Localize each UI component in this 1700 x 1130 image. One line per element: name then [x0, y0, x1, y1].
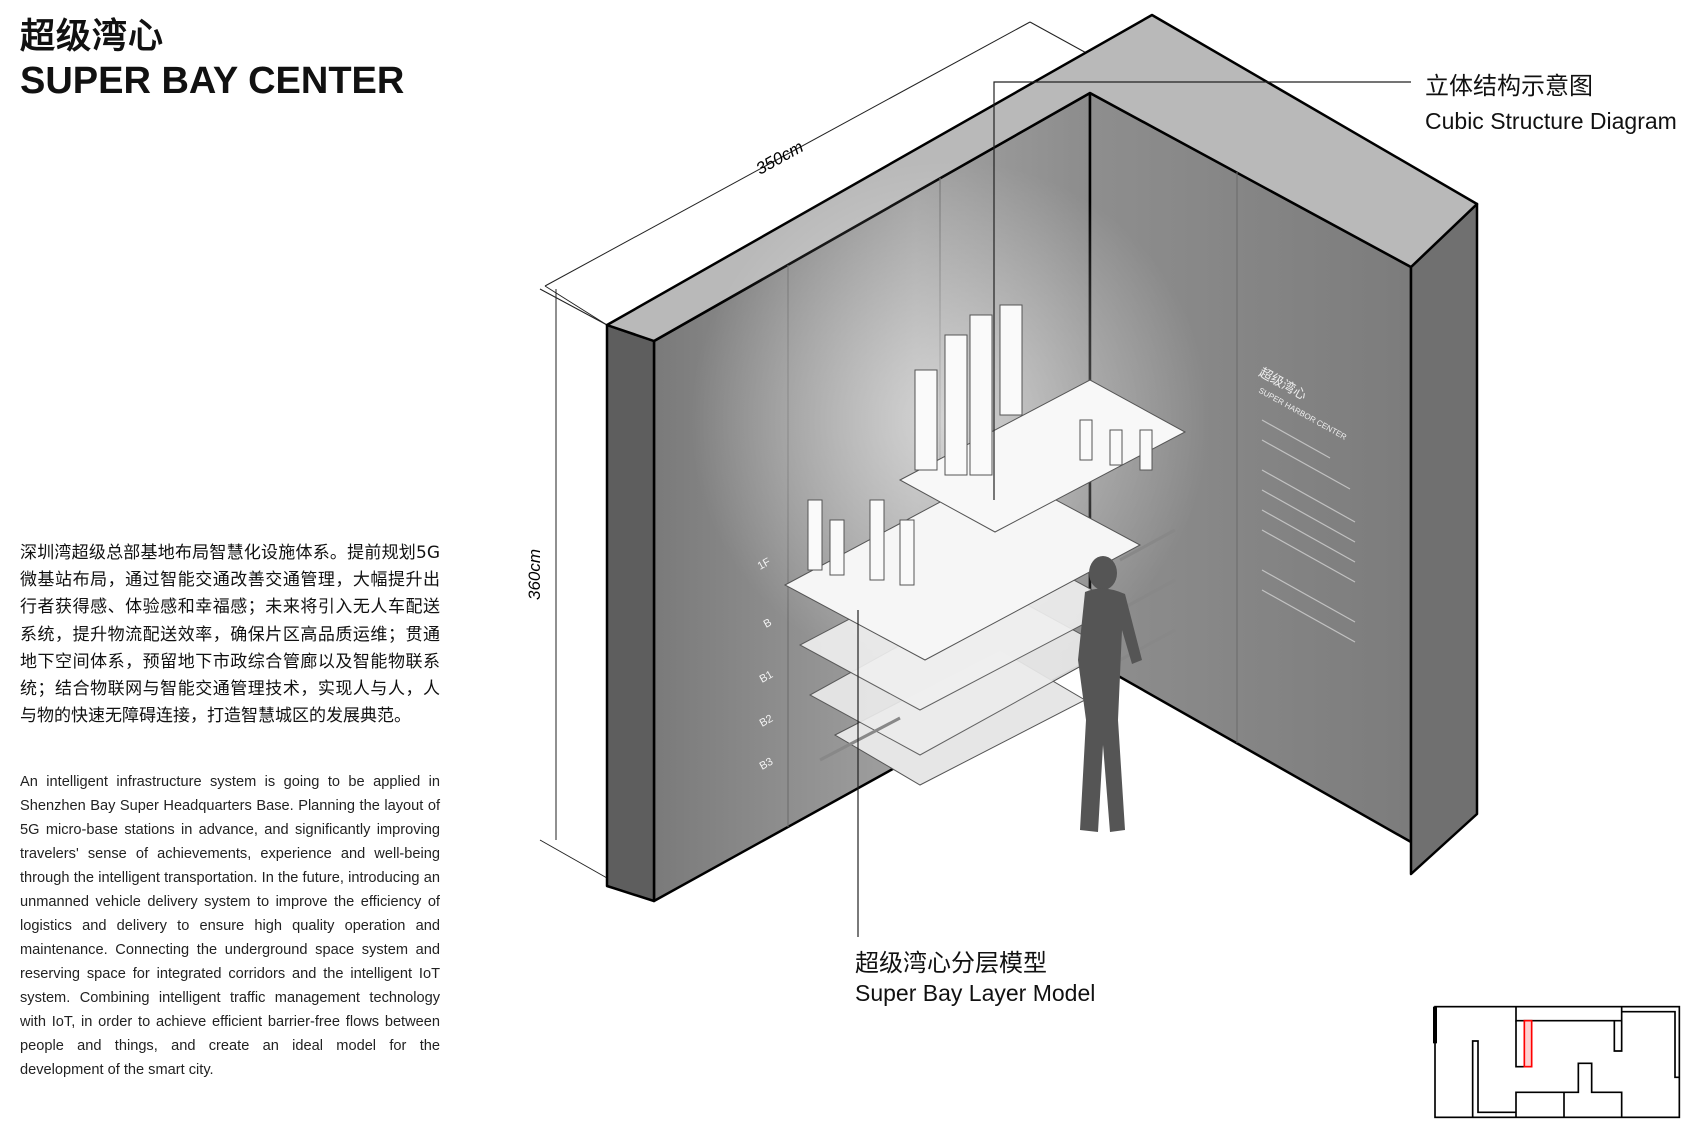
human-silhouette: [1078, 556, 1142, 832]
dimension-width-label: 350cm: [753, 137, 807, 178]
callout-lines: [857, 81, 1411, 937]
svg-text:B2: B2: [758, 713, 776, 730]
layer-top: [898, 379, 1187, 533]
dimension-width: [544, 21, 1091, 326]
svg-text:1F: 1F: [756, 556, 773, 573]
towers: [807, 304, 1153, 586]
floor-labels: 1F B B1 B2 B3: [756, 556, 776, 773]
callout-cubic-cn: 立体结构示意图: [1425, 72, 1593, 100]
callout-cubic-en: Cubic Structure Diagram: [1425, 108, 1677, 134]
layer-ground: [783, 469, 1142, 661]
description-english: An intelligent infrastructure system is …: [20, 774, 440, 1078]
wall-top: [605, 13, 1479, 343]
layer-model: [783, 304, 1187, 786]
wall-right-end-face: [1409, 202, 1479, 876]
callout-layer-cn: 超级湾心分层模型: [855, 949, 1047, 977]
pipes: [819, 528, 1176, 762]
description-chinese: 深圳湾超级总部基地布局智慧化设施体系。提前规划5G微基站布局，通过智能交通改善交…: [20, 543, 440, 727]
dimension-height: [539, 288, 608, 879]
floor-plan-key: [1433, 1005, 1681, 1119]
svg-text:B1: B1: [758, 669, 776, 686]
title-chinese: 超级湾心: [20, 17, 165, 57]
title-english: SUPER BAY CENTER: [20, 60, 405, 102]
callout-layer-en: Super Bay Layer Model: [855, 980, 1096, 1006]
wall-left-end-face: [605, 323, 656, 903]
dimension-height-label: 360cm: [525, 549, 544, 600]
svg-text:B3: B3: [758, 756, 776, 773]
highlight-location-marker: [1523, 1019, 1533, 1068]
